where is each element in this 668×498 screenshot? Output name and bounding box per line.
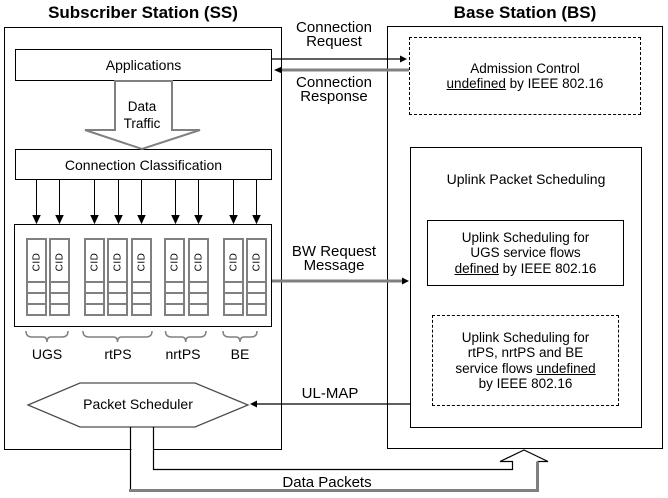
queue-be-1: CID (223, 238, 244, 316)
admission-control-line2: undefined by IEEE 802.16 (447, 76, 604, 92)
connection-request-arrow (272, 55, 407, 63)
queue-rtps-3: CID (131, 238, 152, 316)
admission-rest-text: by IEEE 802.16 (505, 76, 604, 91)
ul-map-arrow (250, 400, 410, 408)
rtps-scheduling-line2: rtPS, nrtPS and BE (467, 345, 584, 360)
queue-be-2: CID (246, 238, 267, 316)
ugs-rest-text: by IEEE 802.16 (498, 260, 597, 276)
applications-box: Applications (15, 49, 272, 81)
queue-rtps-2: CID (107, 238, 128, 316)
group-label-be: BE (230, 346, 250, 362)
pipe-gap-mask (131, 448, 153, 452)
ugs-defined-text: defined (454, 260, 499, 276)
queue-rtps-1: CID (84, 238, 105, 316)
rtps-scheduling-line1: Uplink Scheduling for (461, 329, 590, 345)
queue-group-braces (25, 330, 258, 343)
queue-ugs-2: CID (49, 238, 70, 316)
data-packets-pipe (129, 427, 549, 492)
queue-nrtps-2: CID (188, 238, 209, 316)
data-packets-label: Data Packets (282, 474, 372, 491)
ul-map-label: UL-MAP (301, 385, 359, 402)
rtps-undefined-text: undefined (536, 360, 596, 376)
connection-request-label: Connection Request (296, 19, 372, 50)
rtps-scheduling-line3: service flows undefined (455, 361, 595, 377)
ugs-scheduling-box: Uplink Scheduling for UGS service flows … (427, 220, 624, 286)
ugs-scheduling-line3: defined by IEEE 802.16 (455, 261, 597, 277)
rtps-scheduling-line4: by IEEE 802.16 (478, 376, 573, 391)
brace-ugs (25, 330, 69, 343)
queue-ugs-1: CID (26, 238, 47, 316)
admission-undefined-text: undefined (446, 76, 506, 91)
group-label-rtps: rtPS (104, 346, 132, 362)
connection-classification-box: Connection Classification (15, 149, 272, 180)
pipe-outer-gray (129, 461, 539, 492)
connection-response-label: Connection Response (296, 74, 372, 105)
brace-be (222, 330, 258, 343)
applications-label: Applications (105, 57, 182, 73)
rtps-pre-text: service flows (455, 360, 537, 376)
ugs-scheduling-line2: UGS service flows (470, 245, 581, 261)
data-traffic-label: Data Traffic (123, 99, 161, 131)
ss-title: Subscriber Station (SS) (48, 3, 238, 22)
data-traffic-arrow (84, 80, 201, 151)
admission-control-line1: Admission Control (470, 60, 580, 76)
admission-control-box: Admission Control undefined by IEEE 802.… (409, 37, 641, 115)
pipe-inner-and-arrowhead (152, 427, 549, 471)
connection-response-arrow (274, 66, 409, 74)
group-label-nrtps: nrtPS (165, 346, 201, 362)
packet-scheduler-label: Packet Scheduler (83, 396, 193, 412)
queue-nrtps-1: CID (164, 238, 185, 316)
rtps-scheduling-box: Uplink Scheduling for rtPS, nrtPS and BE… (432, 315, 619, 406)
bw-request-arrow (272, 277, 409, 285)
uplink-packet-scheduling-label: Uplink Packet Scheduling (446, 171, 606, 187)
connection-classification-label: Connection Classification (64, 156, 223, 173)
brace-rtps (82, 330, 153, 343)
ugs-scheduling-line1: Uplink Scheduling for (461, 229, 590, 245)
brace-nrtps (164, 330, 207, 343)
classification-arrows (32, 180, 261, 225)
packet-scheduler-hexagon (26, 382, 250, 428)
bs-title: Base Station (BS) (453, 3, 597, 22)
bw-request-label: BW Request Message (291, 243, 377, 274)
group-label-ugs: UGS (31, 346, 63, 362)
